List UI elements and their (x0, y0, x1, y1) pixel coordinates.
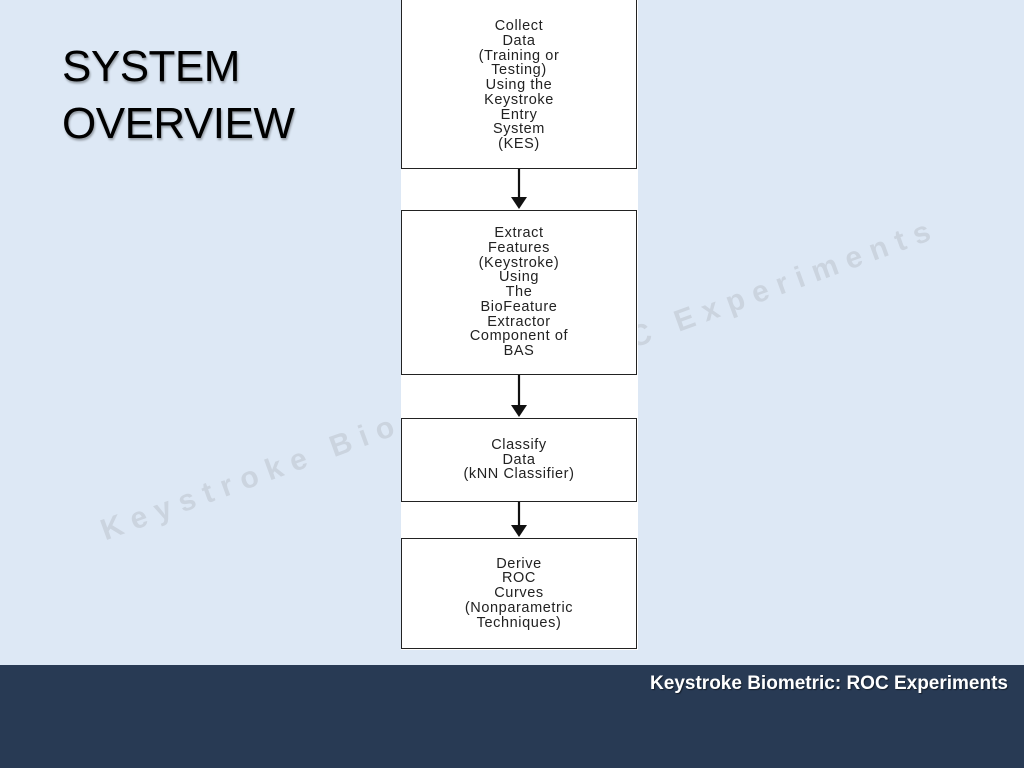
arrow-down-2 (508, 375, 530, 418)
step-collect-data: Collect Data (Training or Testing) Using… (401, 0, 637, 169)
step-extract-features: Extract Features (Keystroke) Using The B… (401, 210, 637, 375)
step-derive-roc: Derive ROC Curves (Nonparametric Techniq… (401, 538, 637, 649)
footer-bar (0, 665, 1024, 768)
arrow-down-3 (508, 502, 530, 538)
slide-title: SYSTEM OVERVIEW (62, 42, 295, 149)
step-classify-data: Classify Data (kNN Classifier) (401, 418, 637, 502)
arrow-down-1 (508, 169, 530, 210)
footer-text: Keystroke Biometric: ROC Experiments (650, 673, 1008, 694)
